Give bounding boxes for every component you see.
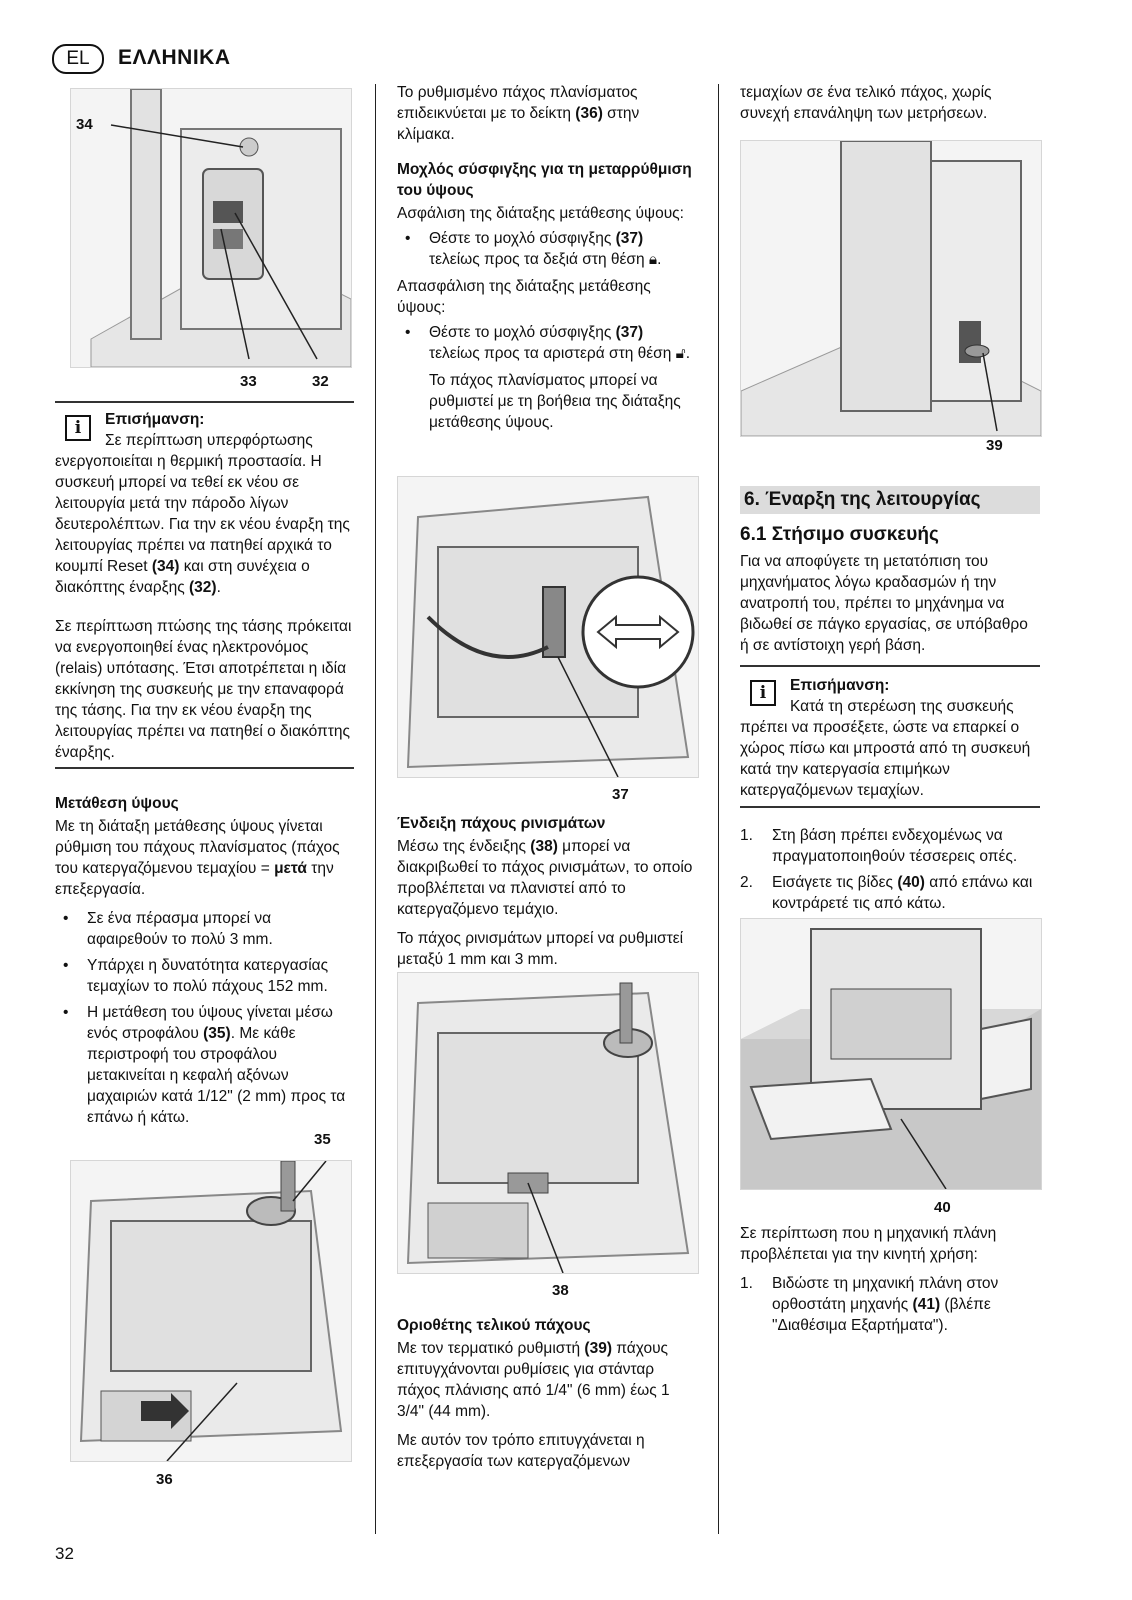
limit-section: Οριοθέτης τελικού πάχους Με τον τερματικ… — [397, 1315, 697, 1480]
note2-bottom-rule — [740, 806, 1040, 808]
step-item: 2.Εισάγετε τις βίδες (40) από επάνω και … — [740, 874, 1033, 912]
bullet-item: Η μετάθεση του ύψους γίνεται μέσω ενός σ… — [55, 1002, 355, 1128]
unlock-text: Απασφάλιση της διάταξης μετάθεσης ύψους: — [397, 278, 651, 316]
height-bullets: Σε ένα πέρασμα μπορεί να αφαιρεθούν το π… — [55, 908, 355, 1128]
lock-icon: 🔒︎ — [648, 251, 658, 268]
figure-bench-mount — [740, 918, 1042, 1190]
figure-reset-switch — [70, 88, 352, 368]
callout-39: 39 — [986, 437, 1003, 454]
height-paragraph: Με τη διάταξη μετάθεσης ύψους γίνεται ρύ… — [55, 818, 340, 898]
info-icon: i — [750, 680, 776, 706]
note1-bottom-rule — [55, 767, 354, 769]
column-divider-right — [718, 84, 719, 1534]
figure-reset-switch-drawing — [71, 89, 351, 367]
note2-text: Κατά τη στερέωση της συσκευής πρέπει να … — [740, 698, 1031, 799]
setup-steps: 1.Στη βάση πρέπει ενδεχομένως να πραγματ… — [740, 825, 1040, 920]
height-section: Μετάθεση ύψους Με τη διάταξη μετάθεσης ύ… — [55, 793, 355, 1134]
lock-bullet: Θέστε το μοχλό σύσφιγξης (37) τελείως πρ… — [397, 228, 697, 270]
chip-paragraph-2: Το πάχος ρινισμάτων μπορεί να ρυθμιστεί … — [397, 930, 684, 968]
info-icon: i — [65, 415, 91, 441]
note2-title: Επισήμανση: — [790, 677, 890, 694]
subsection-heading-setup: 6.1 Στήσιμο συσκευής — [740, 524, 939, 545]
mobile-paragraph: Σε περίπτωση που η μηχανική πλάνη προβλέ… — [740, 1225, 997, 1263]
chip-paragraph: Μέσω της ένδειξης (38) μπορεί να διακριβ… — [397, 838, 693, 918]
note1: Επισήμανση: Σε περίπτωση υπερφόρτωσης εν… — [55, 409, 355, 598]
unlock-bullet: Θέστε το μοχλό σύσφιγξης (37) τελείως πρ… — [397, 322, 697, 364]
figure-crank — [70, 1160, 352, 1462]
lock-text: Ασφάλιση της διάταξης μετάθεσης ύψους: — [397, 205, 684, 222]
lock-bullets: Θέστε το μοχλό σύσφιγξης (37) τελείως πρ… — [397, 228, 697, 270]
chip-section: Ένδειξη πάχους ρινισμάτων Μέσω της ένδει… — [397, 813, 697, 978]
figure-clamping-lever — [397, 476, 699, 778]
lever-heading: Μοχλός σύσφιγξης για τη μεταρρύθμιση του… — [397, 161, 692, 199]
indicator-paragraph: Το ρυθμισμένο πάχος πλανίσματος επιδεικν… — [397, 84, 640, 143]
bullet-item: Υπάρχει η δυνατότητα κατεργασίας τεμαχίω… — [55, 955, 355, 997]
bullet-item: Σε ένα πέρασμα μπορεί να αφαιρεθούν το π… — [55, 908, 355, 950]
limit-paragraph-2: Με αυτόν τον τρόπο επιτυγχάνεται η επεξε… — [397, 1432, 645, 1470]
language-badge: EL — [52, 44, 104, 74]
callout-40: 40 — [934, 1199, 951, 1216]
figure-depth-stop-drawing — [741, 141, 1041, 436]
figure-depth-stop — [740, 140, 1042, 437]
voltage-paragraph: Σε περίπτωση πτώσης της τάσης πρόκειται … — [55, 618, 352, 761]
note1-text: Σε περίπτωση υπερφόρτωσης ενεργοποιείται… — [55, 432, 350, 596]
continued-paragraph: τεμαχίων σε ένα τελικό πάχος, χωρίς συνε… — [740, 84, 992, 122]
figure-clamping-lever-drawing — [398, 477, 698, 777]
section-heading-start-operation: 6. Έναρξη της λειτουργίας — [740, 486, 1040, 514]
chip-heading: Ένδειξη πάχους ρινισμάτων — [397, 815, 606, 832]
step-item: 1.Στη βάση πρέπει ενδεχομένως να πραγματ… — [740, 827, 1018, 865]
column-3-top: τεμαχίων σε ένα τελικό πάχος, χωρίς συνε… — [740, 82, 1040, 132]
note2: Επισήμανση: Κατά τη στερέωση της συσκευή… — [740, 675, 1040, 801]
figure-chip-indicator-drawing — [398, 973, 698, 1273]
unlock-icon: 🔓︎ — [675, 345, 686, 362]
callout-34: 34 — [76, 116, 93, 133]
callout-32: 32 — [312, 373, 329, 390]
height-heading: Μετάθεση ύψους — [55, 795, 179, 812]
note1-title: Επισήμανση: — [105, 411, 205, 428]
note1-top-rule — [55, 401, 354, 403]
column-divider-left — [375, 84, 376, 1534]
callout-37: 37 — [612, 786, 629, 803]
unlock-follow-text: Το πάχος πλανίσματος μπορεί να ρυθμιστεί… — [429, 372, 681, 431]
limit-heading: Οριοθέτης τελικού πάχους — [397, 1317, 591, 1334]
setup-section: Για να αποφύγετε τη μετατόπιση του μηχαν… — [740, 551, 1040, 664]
note2-top-rule — [740, 665, 1040, 667]
callout-38: 38 — [552, 1282, 569, 1299]
setup-paragraph: Για να αποφύγετε τη μετατόπιση του μηχαν… — [740, 553, 1028, 654]
callout-33: 33 — [240, 373, 257, 390]
column-2-top: Το ρυθμισμένο πάχος πλανίσματος επιδεικν… — [397, 82, 697, 441]
page-number: 32 — [55, 1544, 74, 1563]
callout-36: 36 — [156, 1471, 173, 1488]
limit-paragraph: Με τον τερματικό ρυθμιστή (39) πάχους επ… — [397, 1340, 670, 1420]
figure-crank-drawing — [71, 1161, 351, 1461]
language-title: ΕΛΛΗΝΙΚΑ — [118, 46, 231, 69]
step-item: 1.Βιδώστε τη μηχανική πλάνη στον ορθοστά… — [740, 1275, 999, 1334]
figure-chip-indicator — [397, 972, 699, 1274]
figure-bench-mount-drawing — [741, 919, 1041, 1189]
unlock-bullets: Θέστε το μοχλό σύσφιγξης (37) τελείως πρ… — [397, 322, 697, 364]
mobile-section: Σε περίπτωση που η μηχανική πλάνη προβλέ… — [740, 1223, 1040, 1342]
callout-35: 35 — [314, 1131, 331, 1148]
